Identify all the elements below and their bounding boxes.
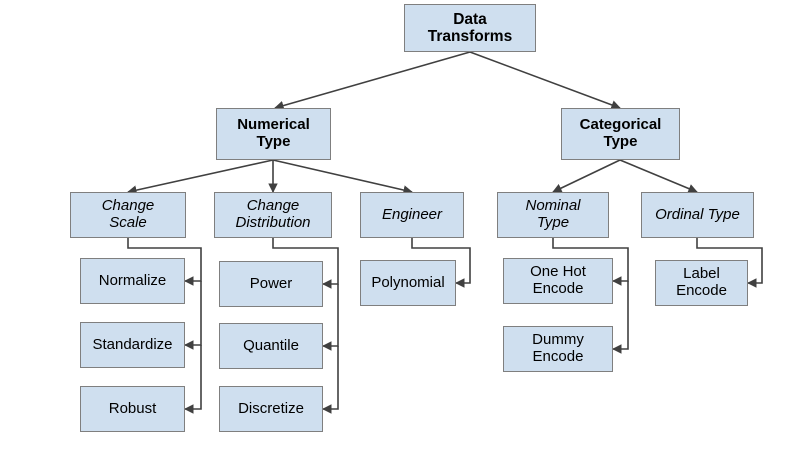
edge-numerical-to-change-scale — [127, 159, 274, 195]
edge-change-scale-to-standardize — [184, 281, 202, 350]
node-data-transforms[interactable]: Data Transforms — [404, 4, 536, 52]
node-change-scale[interactable]: Change Scale — [70, 192, 186, 238]
edge-change-distribution-to-quantile — [322, 284, 339, 351]
node-label-encode[interactable]: Label Encode — [655, 260, 748, 306]
node-quantile[interactable]: Quantile — [219, 323, 323, 369]
edge-categorical-to-ordinal — [619, 159, 698, 194]
edge-numerical-to-engineer — [272, 159, 413, 195]
node-robust[interactable]: Robust — [80, 386, 185, 432]
node-ordinal-type[interactable]: Ordinal Type — [641, 192, 754, 238]
edge-change-distribution-to-discretize — [322, 346, 339, 414]
edge-root-to-numerical — [274, 51, 471, 111]
node-discretize[interactable]: Discretize — [219, 386, 323, 432]
node-standardize[interactable]: Standardize — [80, 322, 185, 368]
node-engineer[interactable]: Engineer — [360, 192, 464, 238]
node-categorical-type[interactable]: Categorical Type — [561, 108, 680, 160]
node-normalize[interactable]: Normalize — [80, 258, 185, 304]
edge-root-to-categorical — [469, 51, 621, 110]
node-dummy-encode[interactable]: Dummy Encode — [503, 326, 613, 372]
node-power[interactable]: Power — [219, 261, 323, 307]
edge-nominal-to-dummy-encode — [612, 281, 629, 354]
node-polynomial[interactable]: Polynomial — [360, 260, 456, 306]
edge-categorical-to-nominal — [552, 159, 621, 193]
node-numerical-type[interactable]: Numerical Type — [216, 108, 331, 160]
edge-change-scale-to-robust — [184, 345, 202, 414]
node-nominal-type[interactable]: Nominal Type — [497, 192, 609, 238]
node-change-distribution[interactable]: Change Distribution — [214, 192, 332, 238]
node-one-hot-encode[interactable]: One Hot Encode — [503, 258, 613, 304]
